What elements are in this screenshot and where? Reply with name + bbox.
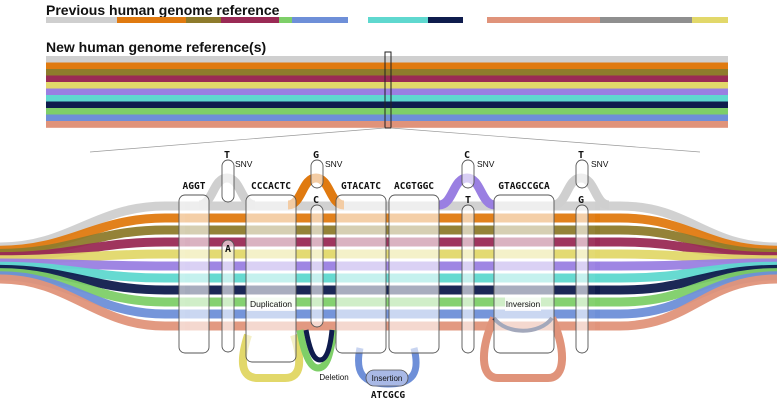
node-gtacatc bbox=[335, 194, 387, 354]
new-band-orange bbox=[46, 62, 728, 70]
inversion-label-bg bbox=[505, 297, 541, 311]
new-band-salmon bbox=[46, 121, 728, 128]
sequence-label-1: AGGT bbox=[183, 181, 206, 192]
new-band-maroon bbox=[46, 75, 728, 83]
previous-segment-salmon bbox=[487, 17, 600, 23]
new-band-navy bbox=[46, 101, 728, 109]
new-band-grey bbox=[46, 56, 728, 63]
new-band-green bbox=[46, 108, 728, 115]
previous-segment-orange bbox=[117, 17, 186, 23]
previous-segment-yellow bbox=[692, 17, 728, 23]
previous-segment-darkgrey bbox=[600, 17, 692, 23]
new-band-olive bbox=[46, 69, 728, 76]
snv4-label: SNV bbox=[591, 159, 609, 169]
previous-segment-green bbox=[279, 17, 292, 23]
previous-segment-navy bbox=[428, 17, 463, 23]
node-snv2-top bbox=[310, 159, 324, 189]
duplication-label: Duplication bbox=[250, 299, 292, 309]
variation-graph-flows bbox=[0, 173, 777, 388]
snv3-top-base: C bbox=[464, 150, 470, 161]
previous-reference-title: Previous human genome reference bbox=[46, 2, 280, 18]
snv4-bottom-base: G bbox=[578, 195, 584, 206]
previous-segment-teal bbox=[368, 17, 428, 23]
previous-segment-olive bbox=[186, 17, 221, 23]
sequence-label-2: CCCACTC bbox=[251, 181, 291, 192]
sequence-label-3: GTACATC bbox=[341, 181, 381, 192]
node-snv1-bottom bbox=[221, 239, 235, 353]
new-reference-title: New human genome reference(s) bbox=[46, 39, 267, 55]
snv2-label: SNV bbox=[325, 159, 343, 169]
insertion-label: Insertion bbox=[372, 374, 403, 383]
inversion-loop bbox=[479, 316, 567, 382]
previous-segment-maroon bbox=[221, 17, 279, 23]
node-snv4-bottom bbox=[575, 204, 589, 354]
variation-graph-nodes bbox=[178, 159, 589, 363]
node-snv4-top bbox=[575, 159, 589, 189]
snv1-bottom-base: A bbox=[225, 244, 231, 255]
snv1-top-base: T bbox=[224, 150, 230, 161]
sequence-label-5: GTAGCCGCA bbox=[498, 181, 550, 192]
sequence-label-4: ACGTGGC bbox=[394, 181, 434, 192]
deletion-loop-navy bbox=[303, 329, 335, 363]
new-band-yellow bbox=[46, 82, 728, 89]
new-band-blue bbox=[46, 114, 728, 122]
node-snv3-bottom bbox=[461, 204, 475, 354]
node-snv1-top bbox=[221, 159, 235, 203]
snv1-label: SNV bbox=[235, 159, 253, 169]
insertion-box bbox=[365, 369, 409, 387]
zoom-line-right bbox=[390, 127, 701, 153]
inversion-label: Inversion bbox=[506, 299, 541, 309]
node-gtagccgca bbox=[493, 194, 555, 354]
snv2-bottom-base: C bbox=[313, 195, 319, 206]
node-snv3-top bbox=[461, 159, 475, 189]
snv3-label: SNV bbox=[477, 159, 495, 169]
flow-right-salmon bbox=[595, 274, 777, 331]
zoom-line-left bbox=[89, 127, 386, 153]
zoom-window bbox=[384, 51, 392, 129]
node-acgtggc bbox=[388, 194, 440, 354]
duplication-loop bbox=[238, 333, 304, 382]
node-snv2-bottom bbox=[310, 204, 324, 328]
node-cccactc bbox=[245, 194, 297, 363]
previous-segment-grey bbox=[46, 17, 117, 23]
new-reference-bands bbox=[46, 56, 728, 128]
snv3-bottom-base: T bbox=[465, 195, 471, 206]
duplication-label-bg bbox=[247, 297, 295, 311]
snv2-top-base: G bbox=[313, 150, 319, 161]
new-band-purple bbox=[46, 88, 728, 96]
node-aggt bbox=[178, 194, 210, 354]
flow-left-salmon bbox=[0, 274, 190, 331]
deletion-label: Deletion bbox=[319, 373, 348, 382]
snv4-top-base: T bbox=[578, 150, 584, 161]
new-band-teal bbox=[46, 95, 728, 102]
previous-reference-bar bbox=[46, 17, 728, 23]
insertion-sequence-label: ATCGCG bbox=[371, 390, 406, 401]
previous-segment-blue bbox=[292, 17, 348, 23]
